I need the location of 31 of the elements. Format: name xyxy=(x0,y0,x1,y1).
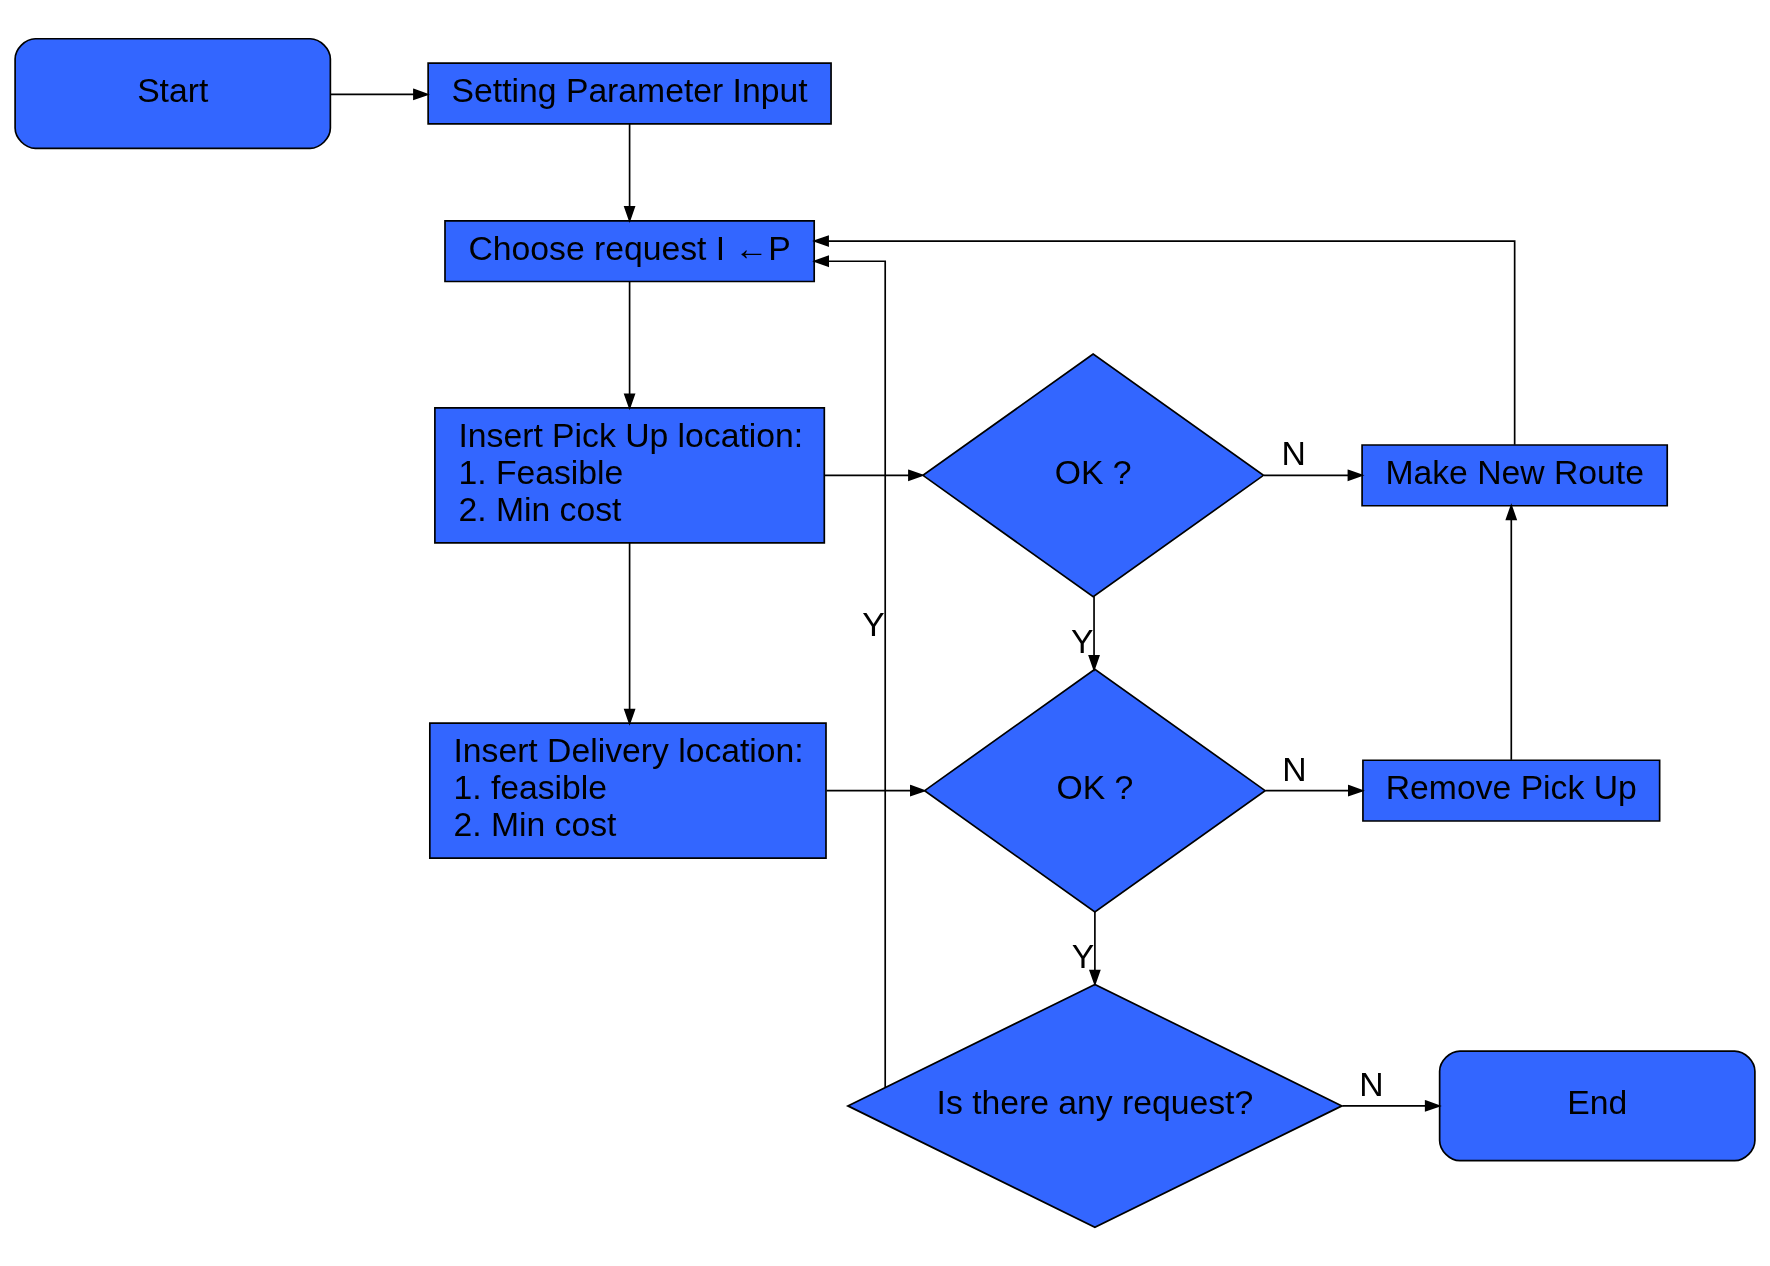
arrow xyxy=(329,88,430,101)
node-box: Insert Pick Up location: 1. Feasible 2. Min cost xyxy=(434,407,826,544)
arrow xyxy=(1088,595,1100,672)
node-box: Setting Parameter Input xyxy=(427,62,832,125)
node-box: Choose request I ←P xyxy=(444,219,816,283)
edge-label: N xyxy=(1281,434,1306,473)
arrow xyxy=(825,784,927,797)
node-box: Remove Pick Up xyxy=(1362,759,1661,822)
arrow xyxy=(1264,784,1365,797)
edge-label: Y xyxy=(1071,937,1095,976)
arrow xyxy=(1505,503,1518,761)
arrow xyxy=(1341,1099,1442,1112)
arrow xyxy=(623,542,636,726)
node-diamond: Is there any request? xyxy=(845,983,1344,1229)
edge-label: N xyxy=(1359,1064,1384,1103)
arrow xyxy=(812,255,887,1089)
arrow xyxy=(1263,469,1365,482)
edge-label: Y xyxy=(1071,622,1094,661)
node-box: Start xyxy=(14,37,332,150)
arrow xyxy=(1088,911,1101,987)
arrow xyxy=(812,235,1516,446)
arrow xyxy=(623,281,636,411)
arrow xyxy=(824,469,925,482)
edge-label: N xyxy=(1282,749,1307,788)
node-box: Insert Delivery location: 1. feasible 2. Min cost xyxy=(428,722,827,859)
node-box: Make New Route xyxy=(1361,444,1669,507)
arrow xyxy=(623,123,636,223)
node-diamond: OK ? xyxy=(923,668,1267,914)
edge-label: Y xyxy=(862,604,885,643)
node-box: End xyxy=(1438,1050,1756,1162)
node-diamond: OK ? xyxy=(921,352,1265,598)
